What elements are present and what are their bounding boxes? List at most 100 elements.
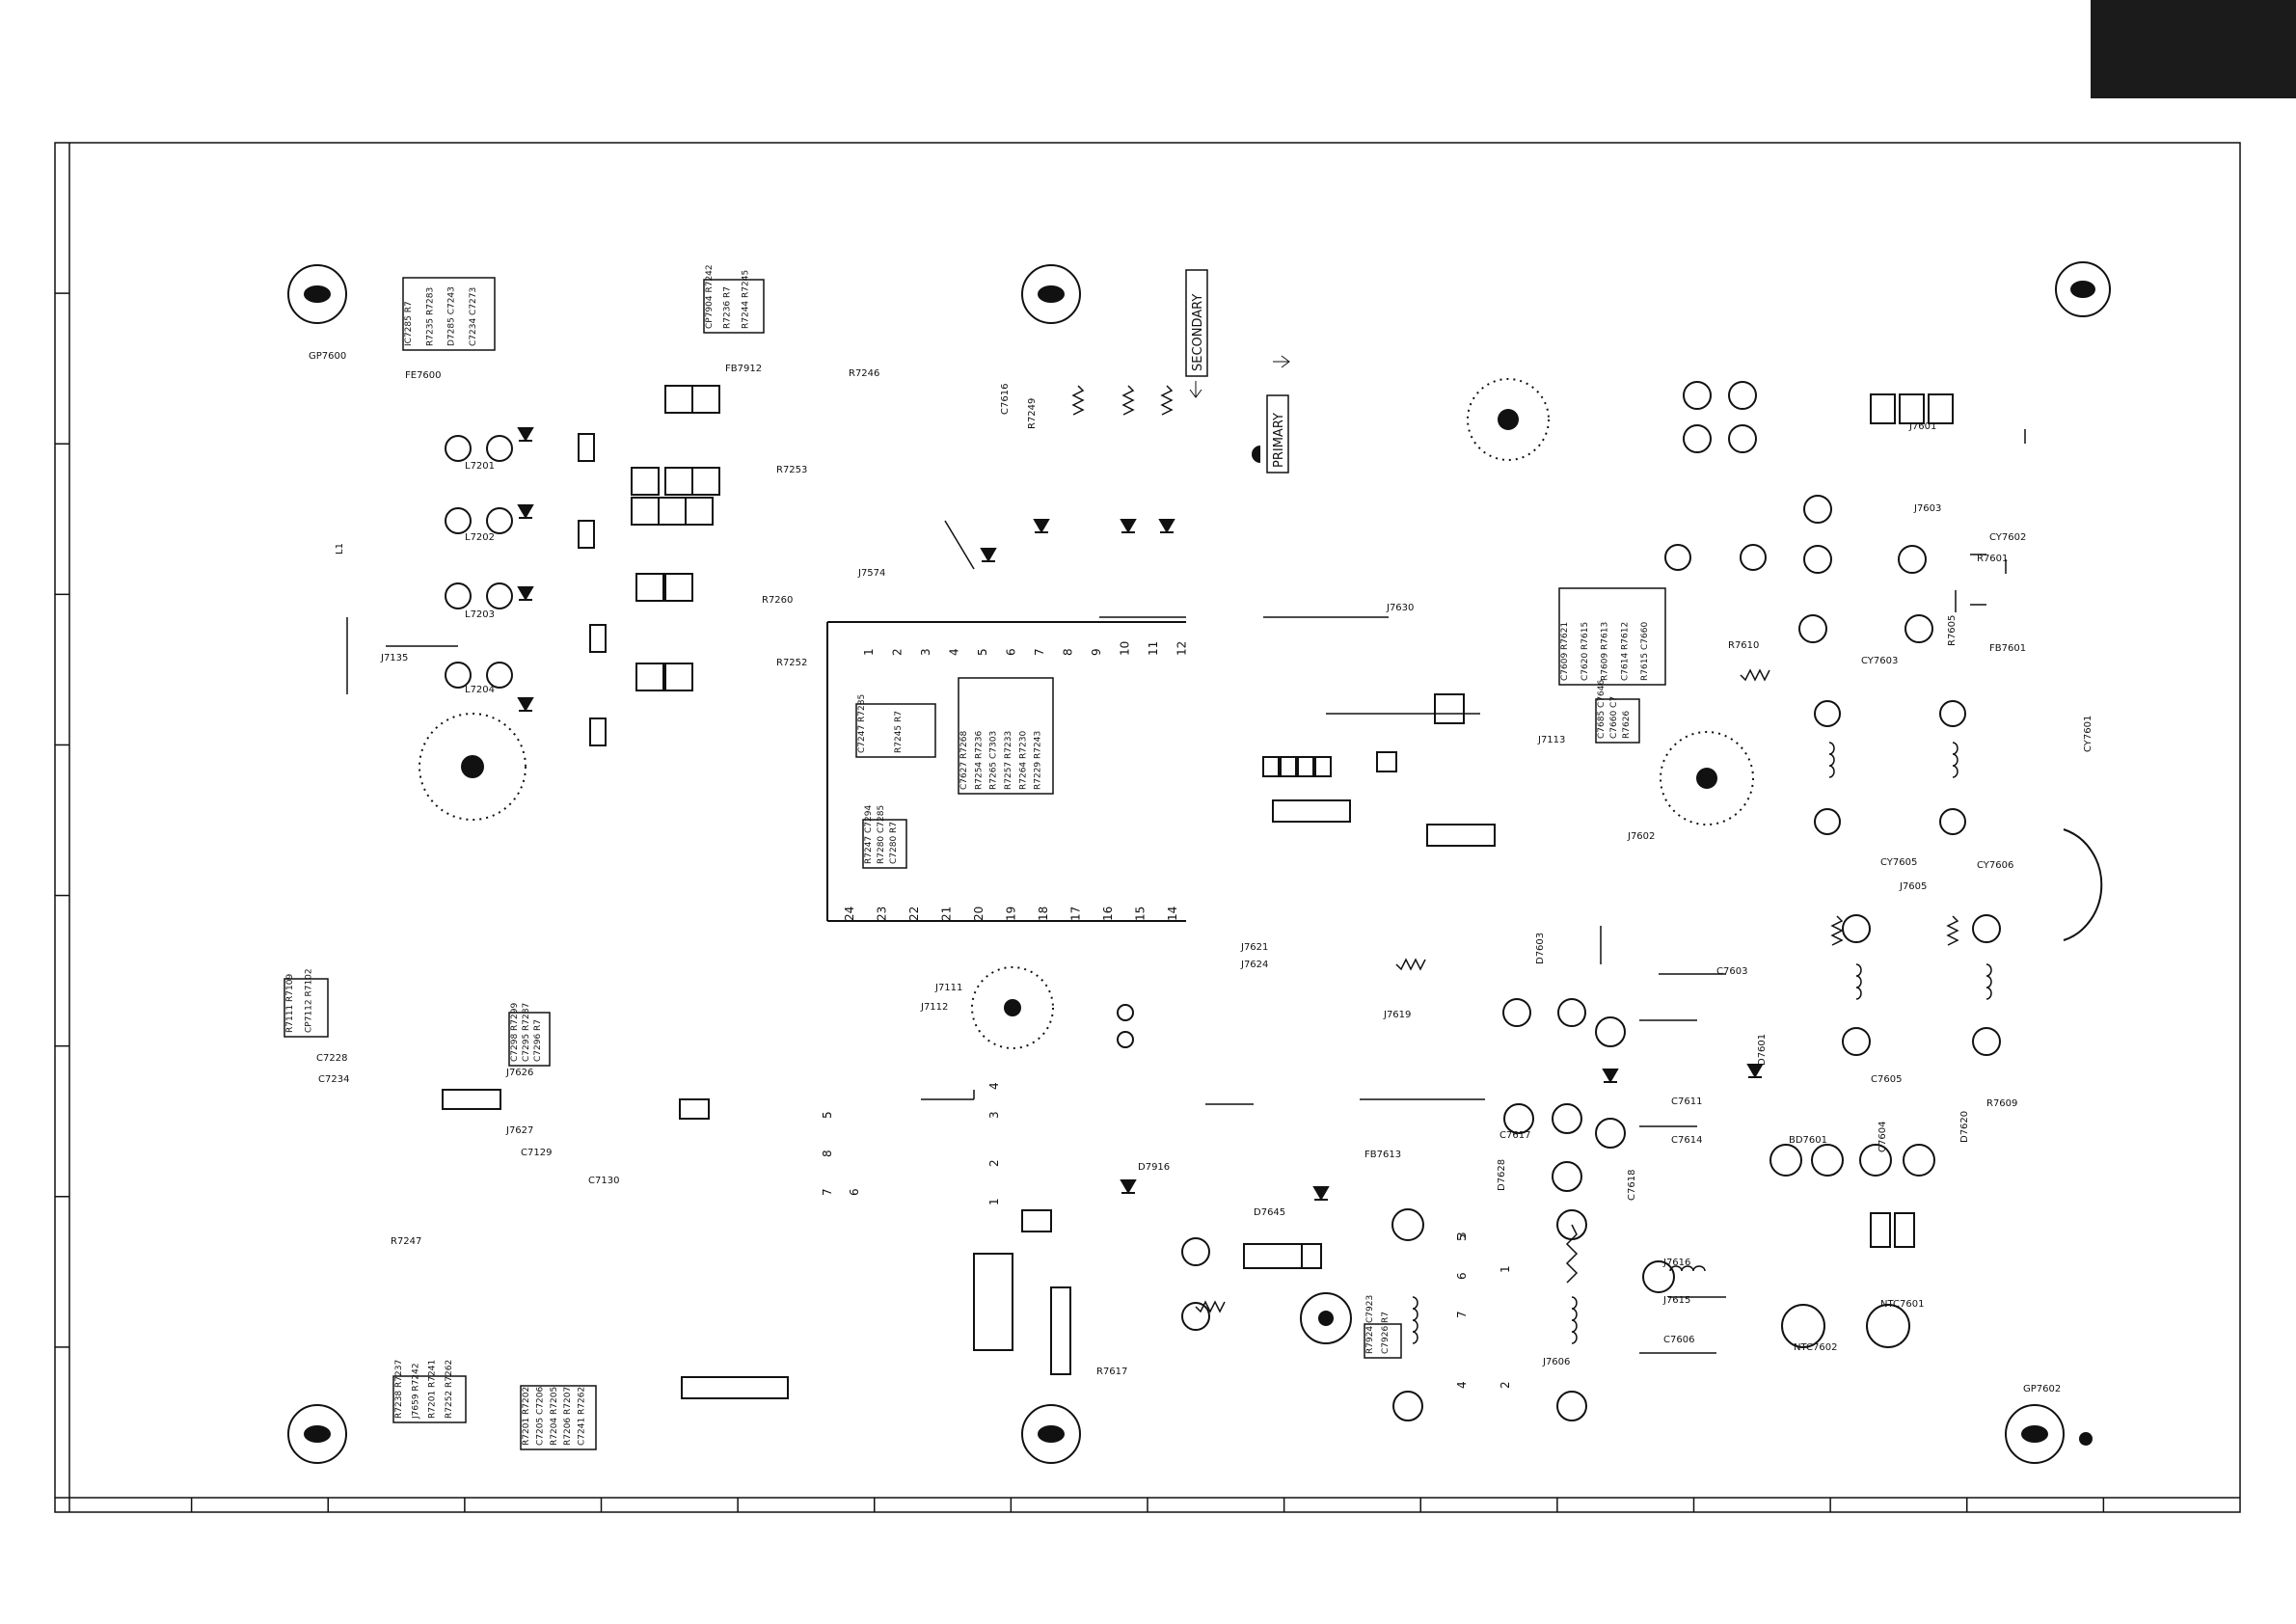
pin-number: 18 — [1037, 907, 1050, 921]
component-label-j7113: J7113 — [1537, 735, 1565, 745]
callout-text: C7926 R7 — [1381, 1312, 1391, 1354]
callout-text: R7257 R7233 — [1004, 731, 1013, 790]
component-pad — [442, 1089, 501, 1110]
component-pad — [635, 573, 664, 602]
callout-text: C7627 R7268 — [959, 731, 969, 790]
component-pad — [578, 520, 595, 549]
callout-text: R7615 C7660 — [1640, 622, 1650, 681]
connector-pin: 1 — [987, 1198, 1001, 1205]
pin-number: 9 — [1090, 648, 1103, 656]
solder-pad — [1903, 1144, 1935, 1177]
pin-number: 24 — [843, 907, 856, 921]
callout-text: R7206 R7207 — [563, 1387, 573, 1446]
callout-text: R7609 R7613 — [1601, 622, 1610, 681]
solder-pad — [1552, 1103, 1582, 1134]
solder-pad — [1866, 1304, 1910, 1348]
secondary-label-group: SECONDARY — [1185, 269, 1208, 398]
connector-pin: 7 — [1455, 1311, 1469, 1318]
component-label-cy7606: CY7606 — [1977, 860, 2013, 871]
component-label-j7603: J7603 — [1913, 503, 1941, 514]
pin-number: 10 — [1119, 641, 1132, 656]
diode-symbol — [1120, 519, 1137, 533]
resistor-symbol — [1946, 915, 1959, 946]
component-label-r7260: R7260 — [762, 595, 793, 606]
component-pad — [1894, 1212, 1915, 1248]
solder-pad — [445, 435, 472, 462]
screw-hole-top-mid — [1021, 264, 1081, 324]
callout-text: R7238 R7237 — [394, 1360, 404, 1419]
connector-pin: 5 — [821, 1111, 834, 1119]
component-pad — [658, 497, 687, 526]
solder-pad — [1781, 1304, 1825, 1348]
component-pad — [1434, 693, 1465, 724]
callout-text: C7280 R7 — [889, 822, 899, 864]
inductor-coil — [1828, 742, 1835, 778]
solder-pad — [486, 507, 513, 534]
callout-text: R7245 R7 — [894, 711, 904, 753]
component-pad — [691, 467, 720, 496]
diode-symbol — [517, 427, 534, 442]
solder-pad — [1556, 1391, 1587, 1421]
component-pad — [589, 717, 607, 746]
callout-text: R7254 R7236 — [974, 731, 984, 790]
component-label-l7202: L7202 — [465, 532, 495, 543]
callout-text: C7205 C7206 — [535, 1386, 545, 1446]
solder-pad — [1769, 1144, 1802, 1177]
diode-symbol — [1312, 1186, 1330, 1201]
callout-text: R7229 R7243 — [1034, 731, 1043, 790]
primary-label-group: PRIMARY — [1266, 355, 1290, 474]
component-label-d7628: D7628 — [1497, 1159, 1507, 1191]
solder-pad — [1181, 1302, 1210, 1331]
component-pad — [589, 624, 607, 653]
pin-header-box — [826, 621, 1186, 922]
solder-pad — [1117, 1004, 1134, 1021]
mounting-hole-top-center — [1467, 378, 1550, 461]
solder-pad — [1842, 1027, 1871, 1056]
pin-number: 20 — [972, 907, 986, 921]
component-label-j7630: J7630 — [1386, 603, 1414, 613]
component-pad — [1928, 393, 1954, 424]
callout-text: R7280 C7285 — [877, 805, 886, 864]
connector-pin: 8 — [821, 1150, 834, 1157]
mounting-hole-right — [1660, 731, 1754, 826]
resistor-symbol — [1071, 385, 1085, 416]
component-label-c7129: C7129 — [521, 1148, 552, 1158]
component-label-gp-top-left: GP7600 — [309, 351, 346, 362]
component-pad — [1301, 1243, 1322, 1269]
component-label-c7603: C7603 — [1716, 966, 1747, 977]
solder-pad — [1814, 700, 1841, 727]
component-label-gp-bottom-right: GP7602 — [2023, 1384, 2061, 1394]
diode-symbol — [517, 586, 534, 601]
resistor-symbol — [1121, 385, 1135, 416]
callout-text: R7236 R7 — [723, 286, 733, 329]
solder-pad — [1181, 1237, 1210, 1266]
component-label-c7617: C7617 — [1499, 1130, 1530, 1141]
component-label-r7246: R7246 — [849, 368, 879, 379]
solder-pad — [445, 507, 472, 534]
component-label-c7605: C7605 — [1871, 1074, 1902, 1085]
callout-text: C7296 R7 — [533, 1019, 543, 1062]
component-label-c7614: C7614 — [1671, 1135, 1702, 1146]
pin-number: 6 — [1005, 648, 1018, 656]
component-pad — [1899, 393, 1925, 424]
callout-text: C7241 R7262 — [578, 1387, 587, 1446]
pin-number: 5 — [976, 648, 989, 656]
component-pad — [664, 573, 693, 602]
diode-symbol — [1746, 1064, 1764, 1078]
callout-text: R7244 R7245 — [741, 270, 750, 329]
solder-pad — [1740, 544, 1767, 571]
component-pad — [1314, 756, 1332, 777]
connector-pin: 4 — [987, 1082, 1001, 1090]
callout-text: C7298 R7299 — [510, 1003, 520, 1062]
component-label-r7247: R7247 — [391, 1236, 421, 1247]
mounting-hole-bottom-right-lower — [1300, 1292, 1352, 1344]
